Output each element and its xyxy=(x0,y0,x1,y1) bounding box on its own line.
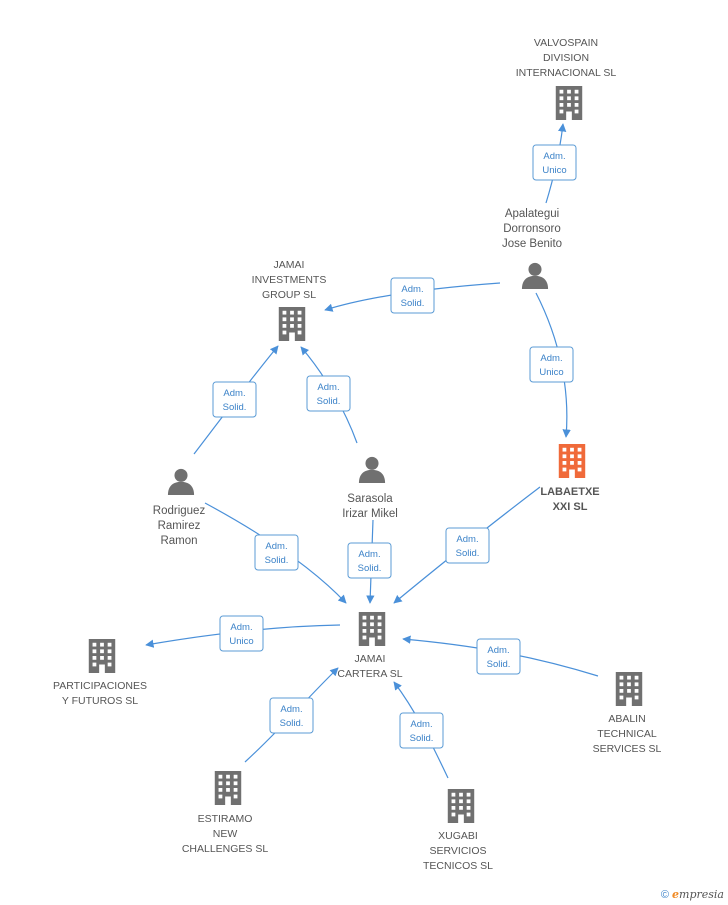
footer-brand[interactable]: © empresia xyxy=(661,888,724,901)
node-label: SERVICES SL xyxy=(593,743,662,755)
edge-label-sarasola-jamai-investments[interactable]: Adm. Solid. xyxy=(306,375,351,412)
person-icon xyxy=(167,468,195,495)
node-label: ABALIN xyxy=(608,713,645,725)
node-valvospain[interactable]: VALVOSPAIN DIVISION INTERNACIONAL SL xyxy=(516,37,617,120)
node-label: Apalategui xyxy=(505,208,559,220)
node-label: INTERNACIONAL SL xyxy=(516,67,617,79)
svg-text:Adm.: Adm. xyxy=(410,719,432,730)
copyright-symbol: © xyxy=(660,889,669,901)
node-apalategui[interactable]: Apalategui Dorronsoro Jose Benito xyxy=(502,208,562,289)
building-icon xyxy=(214,771,242,805)
building-icon xyxy=(447,789,475,823)
node-label: XUGABI xyxy=(438,830,478,842)
svg-text:Adm.: Adm. xyxy=(540,353,562,364)
svg-text:Adm.: Adm. xyxy=(487,645,509,656)
edge-label-apalategui-labaetxe[interactable]: Adm. Unico xyxy=(529,346,574,383)
edge-label-apalategui-jamai-investments[interactable]: Adm. Solid. xyxy=(390,277,435,314)
building-icon xyxy=(88,639,116,673)
svg-text:Unico: Unico xyxy=(539,367,563,378)
svg-text:Adm.: Adm. xyxy=(543,151,565,162)
svg-text:Adm.: Adm. xyxy=(317,382,339,393)
node-jamai-cartera[interactable]: JAMAI CARTERA SL xyxy=(337,612,403,680)
node-label: GROUP SL xyxy=(262,289,316,301)
node-participaciones[interactable]: PARTICIPACIONES Y FUTUROS SL xyxy=(53,639,147,707)
node-label: TECHNICAL xyxy=(597,728,657,740)
edge-label-cartera-participaciones[interactable]: Adm. Unico xyxy=(219,615,264,652)
node-xugabi[interactable]: XUGABI SERVICIOS TECNICOS SL xyxy=(423,789,493,872)
node-label: Rodriguez xyxy=(153,505,206,517)
node-jamai-investments[interactable]: JAMAI INVESTMENTS GROUP SL xyxy=(252,259,327,341)
svg-text:Adm.: Adm. xyxy=(223,388,245,399)
node-label: NEW xyxy=(213,828,238,840)
svg-text:Adm.: Adm. xyxy=(401,284,423,295)
node-label: DIVISION xyxy=(543,52,589,64)
svg-text:Solid.: Solid. xyxy=(280,718,304,729)
node-label: VALVOSPAIN xyxy=(534,37,598,49)
building-icon xyxy=(278,307,306,341)
node-label: Y FUTUROS SL xyxy=(62,695,138,707)
empresia-logo: empresia xyxy=(672,888,724,901)
node-estiramo[interactable]: ESTIRAMO NEW CHALLENGES SL xyxy=(182,771,269,855)
edge-label-labaetxe-cartera[interactable]: Adm. Solid. xyxy=(445,527,490,564)
svg-text:Solid.: Solid. xyxy=(358,563,382,574)
edge-label-rodriguez-jamai-investments[interactable]: Adm. Solid. xyxy=(212,381,257,418)
building-icon xyxy=(558,444,586,478)
person-icon xyxy=(358,456,386,483)
edge-label-apalategui-valvospain[interactable]: Adm. Unico xyxy=(532,144,577,181)
svg-text:Solid.: Solid. xyxy=(487,659,511,670)
svg-text:Solid.: Solid. xyxy=(317,396,341,407)
node-label: Dorronsoro xyxy=(503,223,561,235)
building-icon xyxy=(555,86,583,120)
node-label: TECNICOS SL xyxy=(423,860,493,872)
person-icon xyxy=(521,262,549,289)
node-rodriguez[interactable]: Rodriguez Ramirez Ramon xyxy=(153,468,206,547)
node-label: Irizar Mikel xyxy=(342,508,398,520)
node-label: CARTERA SL xyxy=(337,668,402,680)
node-label: JAMAI xyxy=(355,653,386,665)
svg-text:Unico: Unico xyxy=(229,636,253,647)
node-label: JAMAI xyxy=(274,259,305,271)
svg-text:Adm.: Adm. xyxy=(358,549,380,560)
node-label: Ramirez xyxy=(158,520,201,532)
node-label: INVESTMENTS xyxy=(252,274,327,286)
node-label: Ramon xyxy=(160,535,197,547)
svg-text:Solid.: Solid. xyxy=(265,555,289,566)
node-labaetxe-main[interactable]: LABAETXE XXI SL xyxy=(540,444,600,513)
svg-text:Unico: Unico xyxy=(542,165,566,176)
svg-text:Adm.: Adm. xyxy=(456,534,478,545)
building-icon xyxy=(358,612,386,646)
node-label: ESTIRAMO xyxy=(198,813,253,825)
svg-text:Solid.: Solid. xyxy=(401,298,425,309)
node-label: LABAETXE xyxy=(540,486,599,498)
edge-label-estiramo-cartera[interactable]: Adm. Solid. xyxy=(269,697,314,734)
node-label: PARTICIPACIONES xyxy=(53,680,147,692)
svg-text:Solid.: Solid. xyxy=(410,733,434,744)
edge-label-xugabi-cartera[interactable]: Adm. Solid. xyxy=(399,712,444,749)
node-label: Sarasola xyxy=(347,493,393,505)
edge-label-abalin-cartera[interactable]: Adm. Solid. xyxy=(476,638,521,675)
svg-text:Adm.: Adm. xyxy=(280,704,302,715)
node-sarasola[interactable]: Sarasola Irizar Mikel xyxy=(342,456,398,520)
building-icon xyxy=(615,672,643,706)
node-label: SERVICIOS xyxy=(430,845,487,857)
svg-text:Adm.: Adm. xyxy=(265,541,287,552)
edge-label-rodriguez-cartera[interactable]: Adm. Solid. xyxy=(254,534,299,571)
edge-label-sarasola-cartera[interactable]: Adm. Solid. xyxy=(347,542,392,579)
svg-text:Solid.: Solid. xyxy=(223,402,247,413)
svg-text:Solid.: Solid. xyxy=(456,548,480,559)
node-label: XXI SL xyxy=(553,501,588,513)
node-label: Jose Benito xyxy=(502,238,562,250)
svg-text:Adm.: Adm. xyxy=(230,622,252,633)
node-label: CHALLENGES SL xyxy=(182,843,269,855)
node-abalin[interactable]: ABALIN TECHNICAL SERVICES SL xyxy=(593,672,662,755)
